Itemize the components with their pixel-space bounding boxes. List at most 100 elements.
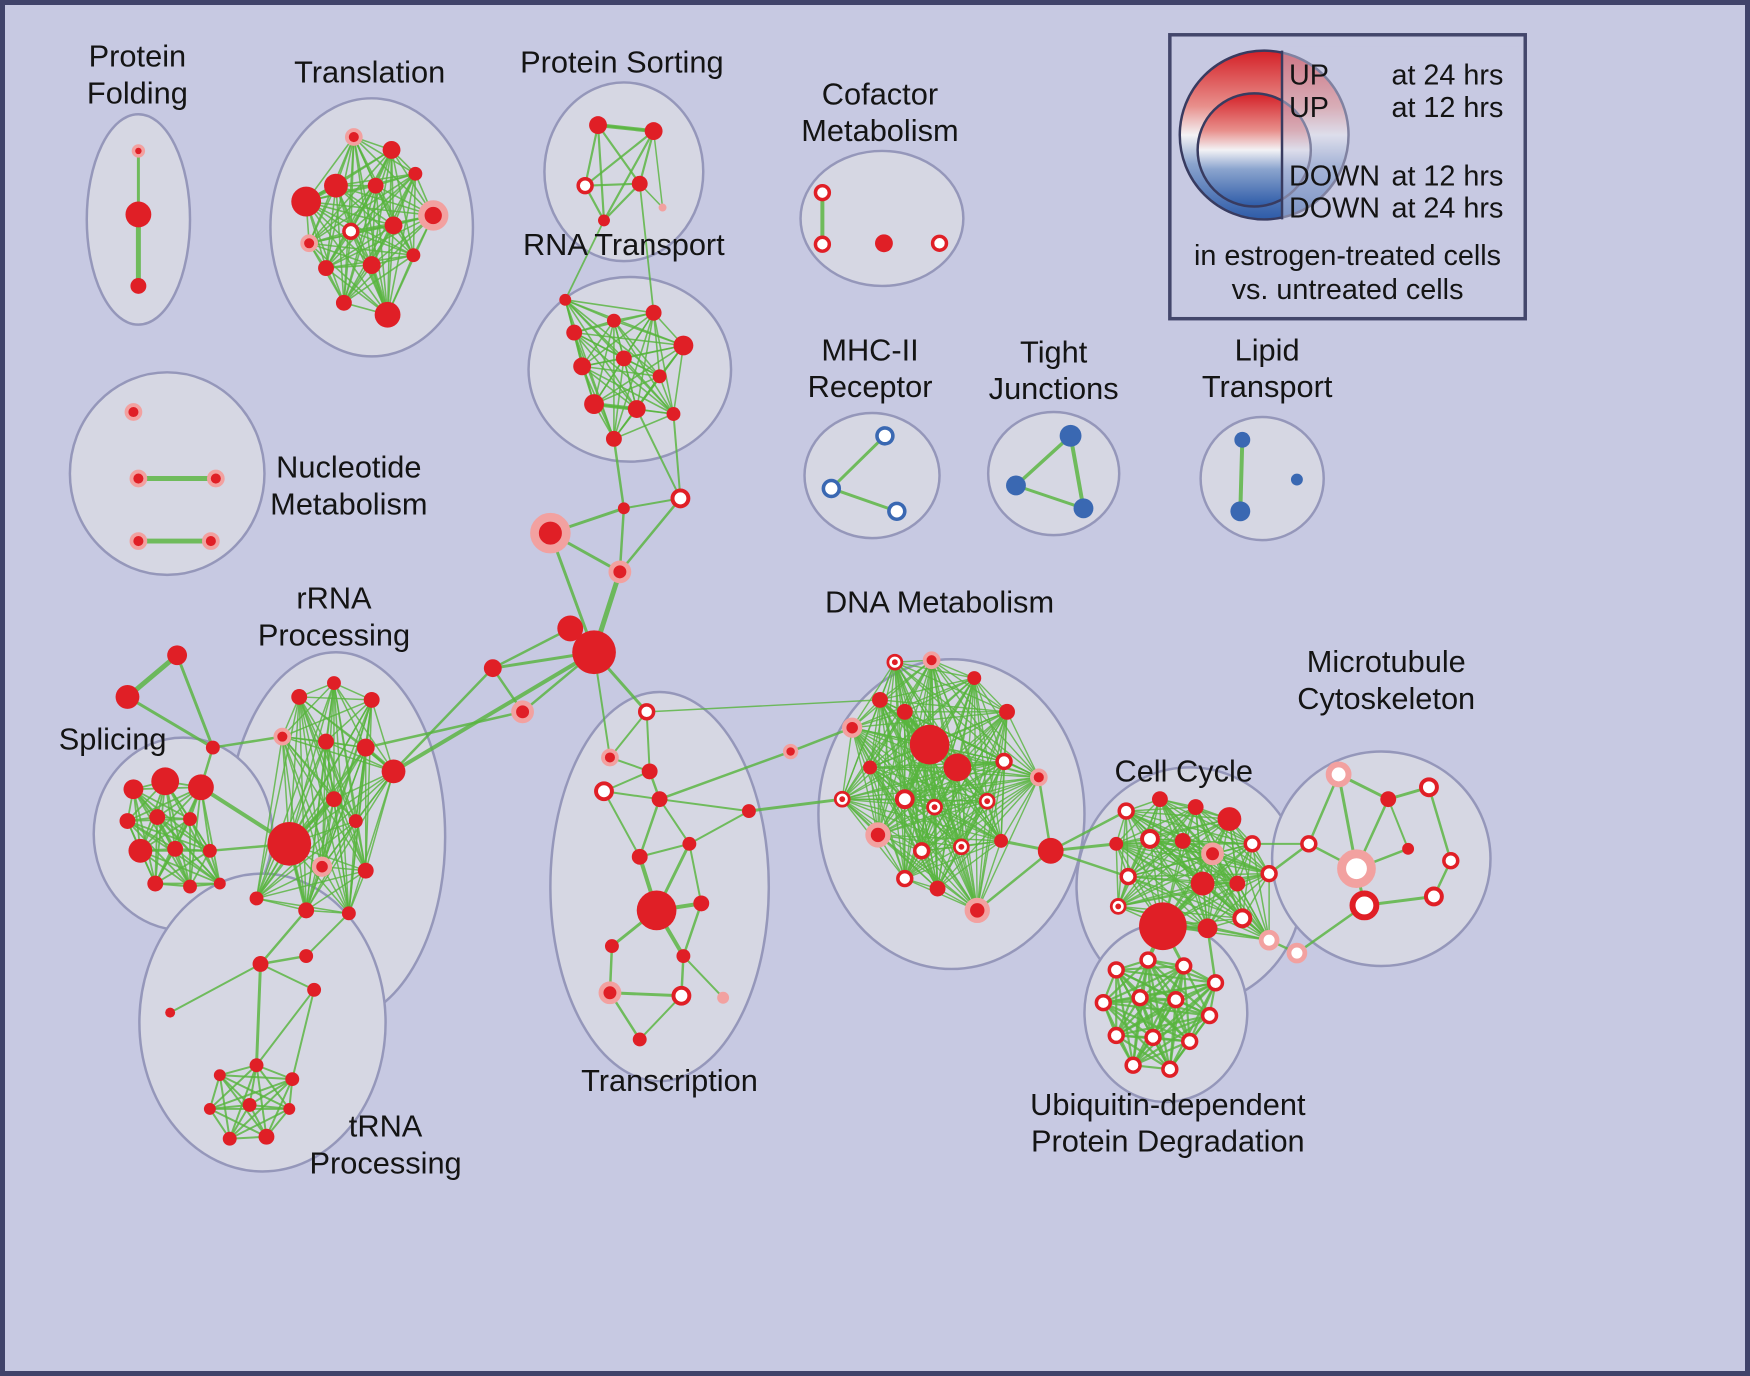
edge	[682, 955, 725, 999]
node-rr14	[298, 902, 315, 919]
node-t11	[318, 260, 334, 277]
node-ps3	[576, 176, 594, 195]
edge	[638, 994, 683, 1041]
edge	[164, 780, 221, 885]
node-ps5	[598, 214, 610, 227]
edge	[608, 991, 683, 998]
edge	[581, 311, 655, 368]
edge	[139, 849, 221, 885]
edge	[652, 311, 675, 415]
node-cc12	[1190, 871, 1215, 896]
edge	[841, 711, 906, 800]
node-t7	[300, 234, 319, 253]
node-n5	[202, 532, 220, 550]
node-m2	[821, 478, 842, 499]
node-u4	[1206, 974, 1225, 992]
edge	[1127, 875, 1239, 885]
node-rr9	[326, 791, 342, 808]
edge	[1102, 1001, 1191, 1043]
edge	[175, 653, 215, 750]
node-r12	[605, 430, 622, 447]
node-x4	[594, 781, 614, 802]
node-d23	[896, 869, 914, 888]
edge	[933, 806, 939, 890]
node-rr4	[273, 727, 292, 746]
edge	[635, 311, 655, 410]
edge	[391, 650, 597, 774]
node-t6	[408, 166, 423, 181]
edge	[904, 846, 963, 880]
node-t10	[418, 200, 449, 231]
edge	[933, 776, 1040, 808]
node-x5	[651, 791, 668, 808]
node-t1	[344, 128, 363, 146]
edge	[491, 627, 572, 670]
edge	[573, 331, 615, 440]
edge	[132, 788, 191, 820]
node-tr5	[285, 1072, 300, 1087]
edge	[1159, 798, 1253, 845]
edge	[608, 710, 648, 759]
edge	[618, 497, 682, 574]
edge	[259, 962, 316, 991]
edge	[1132, 964, 1185, 1067]
edge	[841, 727, 853, 800]
edge	[869, 760, 1005, 769]
edge	[930, 659, 1040, 779]
legend-down-24-label: DOWN	[1289, 192, 1380, 224]
node-rr7	[381, 759, 406, 784]
edge	[829, 434, 887, 490]
edge	[612, 437, 626, 510]
node-r11	[666, 407, 681, 421]
edge	[189, 786, 202, 888]
node-cc11	[1139, 902, 1187, 951]
node-t13	[406, 248, 421, 263]
node-r5	[673, 335, 694, 356]
node-x15	[717, 991, 730, 1004]
node-tr4	[249, 1058, 264, 1073]
node-d2	[872, 691, 888, 708]
node-r2	[566, 324, 583, 341]
edge	[904, 798, 978, 912]
node-sp11	[183, 879, 197, 894]
legend-up-24-label: UP	[1289, 59, 1329, 91]
edge	[255, 682, 335, 900]
edge	[1238, 437, 1245, 514]
node-cc6	[1140, 828, 1160, 849]
edge	[255, 740, 327, 900]
edge	[333, 682, 367, 872]
node-cc8	[1201, 842, 1224, 866]
edge	[976, 849, 1052, 912]
node-d1	[842, 717, 863, 738]
node-t14	[335, 294, 352, 311]
edge	[343, 184, 377, 304]
cluster-protein-sorting	[543, 81, 705, 263]
cluster-transcription	[549, 690, 771, 1083]
edge	[1206, 927, 1270, 941]
node-mt1	[1325, 761, 1352, 788]
node-d16	[1029, 768, 1048, 787]
node-rr11	[311, 856, 333, 877]
edge	[933, 800, 988, 808]
node-ps4	[631, 175, 648, 192]
node-r4	[645, 304, 662, 321]
node-tr7	[242, 1097, 257, 1112]
edge	[255, 735, 284, 900]
edge	[1014, 483, 1085, 510]
node-sp7	[128, 838, 153, 863]
edge	[613, 311, 655, 440]
node-r1	[559, 293, 572, 306]
node-x3	[641, 763, 658, 780]
edge	[255, 988, 316, 1067]
edge	[1168, 998, 1177, 1071]
edge	[333, 746, 367, 800]
node-cc4	[1217, 807, 1242, 831]
edge	[602, 182, 641, 222]
node-rr1	[291, 688, 308, 705]
